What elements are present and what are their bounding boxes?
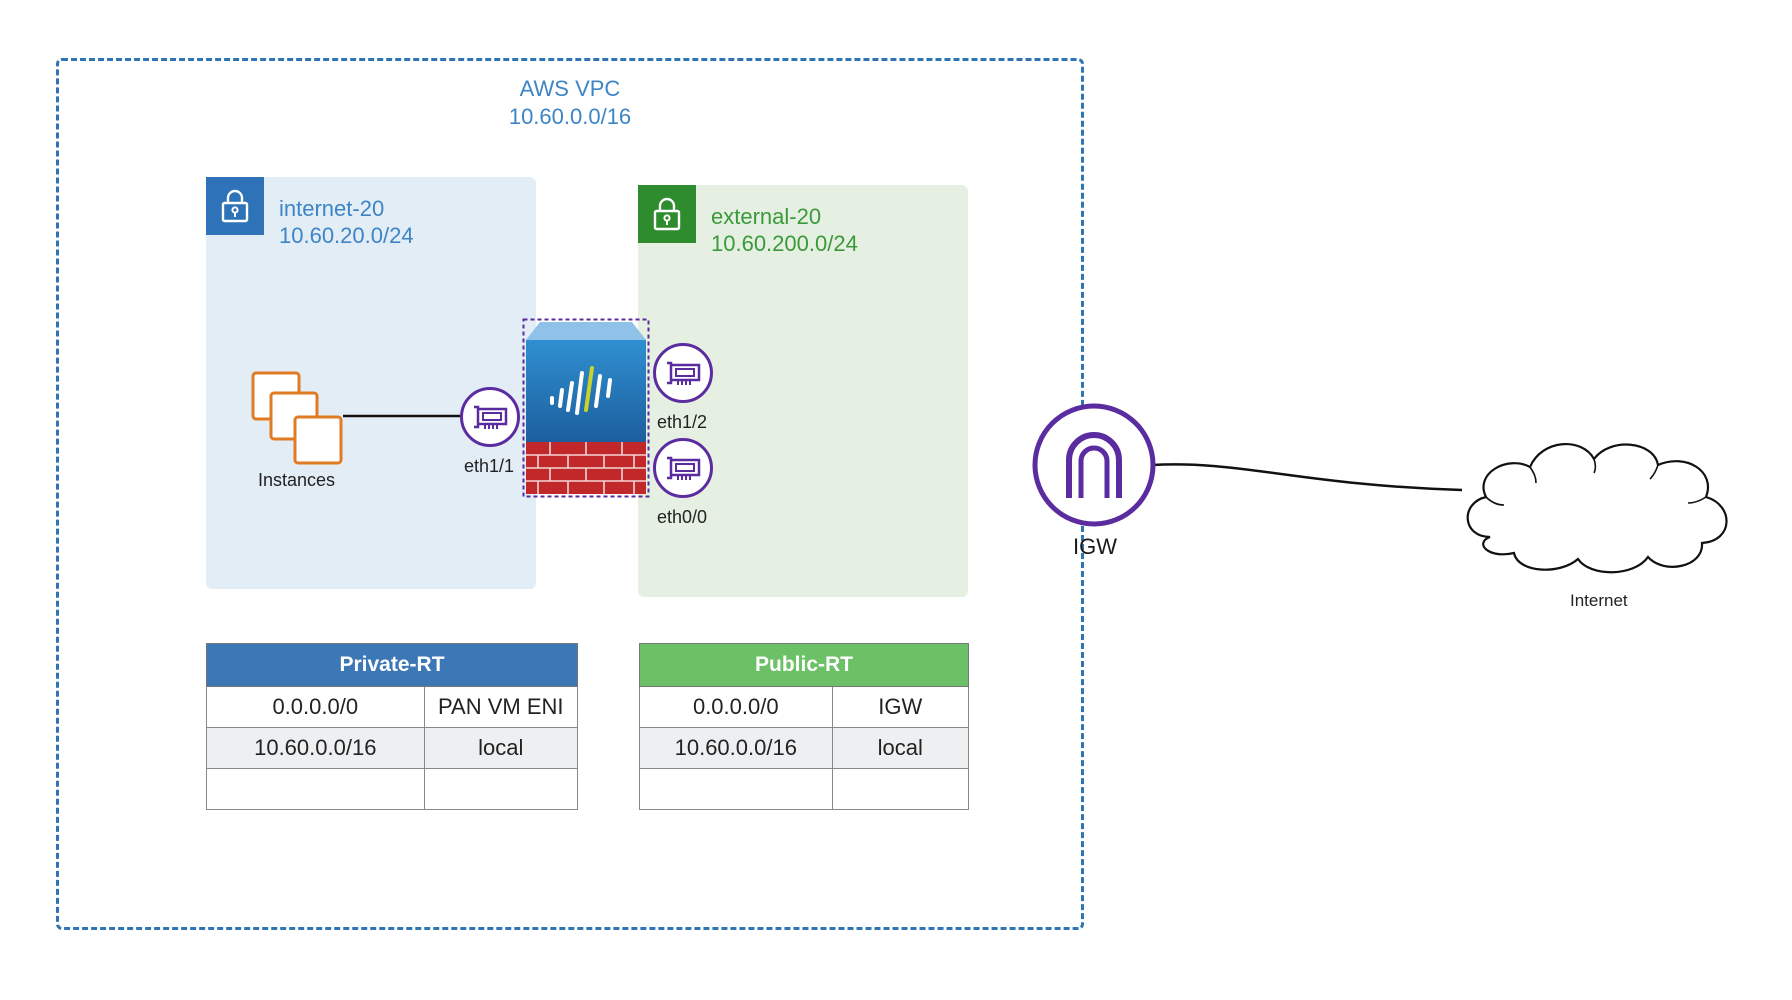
route-row xyxy=(206,768,579,810)
vpc-title: AWS VPC xyxy=(519,76,621,101)
public-route-table: Public-RT 0.0.0.0/0 IGW 10.60.0.0/16 loc… xyxy=(639,643,970,810)
subnet-lock-icon xyxy=(206,177,264,235)
route-target: PAN VM ENI xyxy=(423,686,579,728)
route-row: 0.0.0.0/0 IGW xyxy=(639,686,970,728)
cloud-icon[interactable] xyxy=(1458,425,1738,577)
network-interface-icon[interactable] xyxy=(459,386,521,448)
route-target: local xyxy=(423,727,579,769)
route-destination xyxy=(206,768,425,810)
route-target: IGW xyxy=(831,686,970,728)
eth1-1-label: eth1/1 xyxy=(464,456,515,476)
route-row: 10.60.0.0/16 local xyxy=(639,727,970,769)
route-destination: 10.60.0.0/16 xyxy=(639,727,833,769)
internet-label: Internet xyxy=(1570,591,1628,610)
route-target xyxy=(423,768,579,810)
route-target xyxy=(831,768,970,810)
instances-label: Instances xyxy=(258,470,336,490)
subnet-name: external-20 xyxy=(711,204,822,229)
palo-alto-vm-firewall-icon[interactable] xyxy=(522,318,650,498)
subnet-lock-icon xyxy=(638,185,696,243)
network-interface-icon[interactable] xyxy=(652,437,714,499)
subnet-cidr: 10.60.20.0/24 xyxy=(279,223,414,248)
subnet-name: internet-20 xyxy=(279,196,385,221)
route-destination: 0.0.0.0/0 xyxy=(206,686,425,728)
private-route-table: Private-RT 0.0.0.0/0 PAN VM ENI 10.60.0.… xyxy=(206,643,579,810)
internet-gateway-icon[interactable] xyxy=(1032,403,1156,527)
route-destination: 0.0.0.0/0 xyxy=(639,686,833,728)
vpc-cidr: 10.60.0.0/16 xyxy=(508,104,632,129)
eth0-0-label: eth0/0 xyxy=(657,507,708,527)
route-target: local xyxy=(831,727,970,769)
subnet-cidr: 10.60.200.0/24 xyxy=(711,231,858,256)
route-table-title: Private-RT xyxy=(206,643,578,687)
igw-label: IGW xyxy=(1073,534,1117,559)
igw-to-internet-link xyxy=(1151,463,1463,492)
eth1-2-label: eth1/2 xyxy=(657,412,708,432)
route-row: 10.60.0.0/16 local xyxy=(206,727,579,769)
ec2-instances-icon[interactable] xyxy=(250,370,346,466)
route-row: 0.0.0.0/0 PAN VM ENI xyxy=(206,686,579,728)
network-interface-icon[interactable] xyxy=(652,342,714,404)
route-row xyxy=(639,768,970,810)
route-destination: 10.60.0.0/16 xyxy=(206,727,425,769)
route-table-title: Public-RT xyxy=(639,643,969,687)
route-destination xyxy=(639,768,833,810)
